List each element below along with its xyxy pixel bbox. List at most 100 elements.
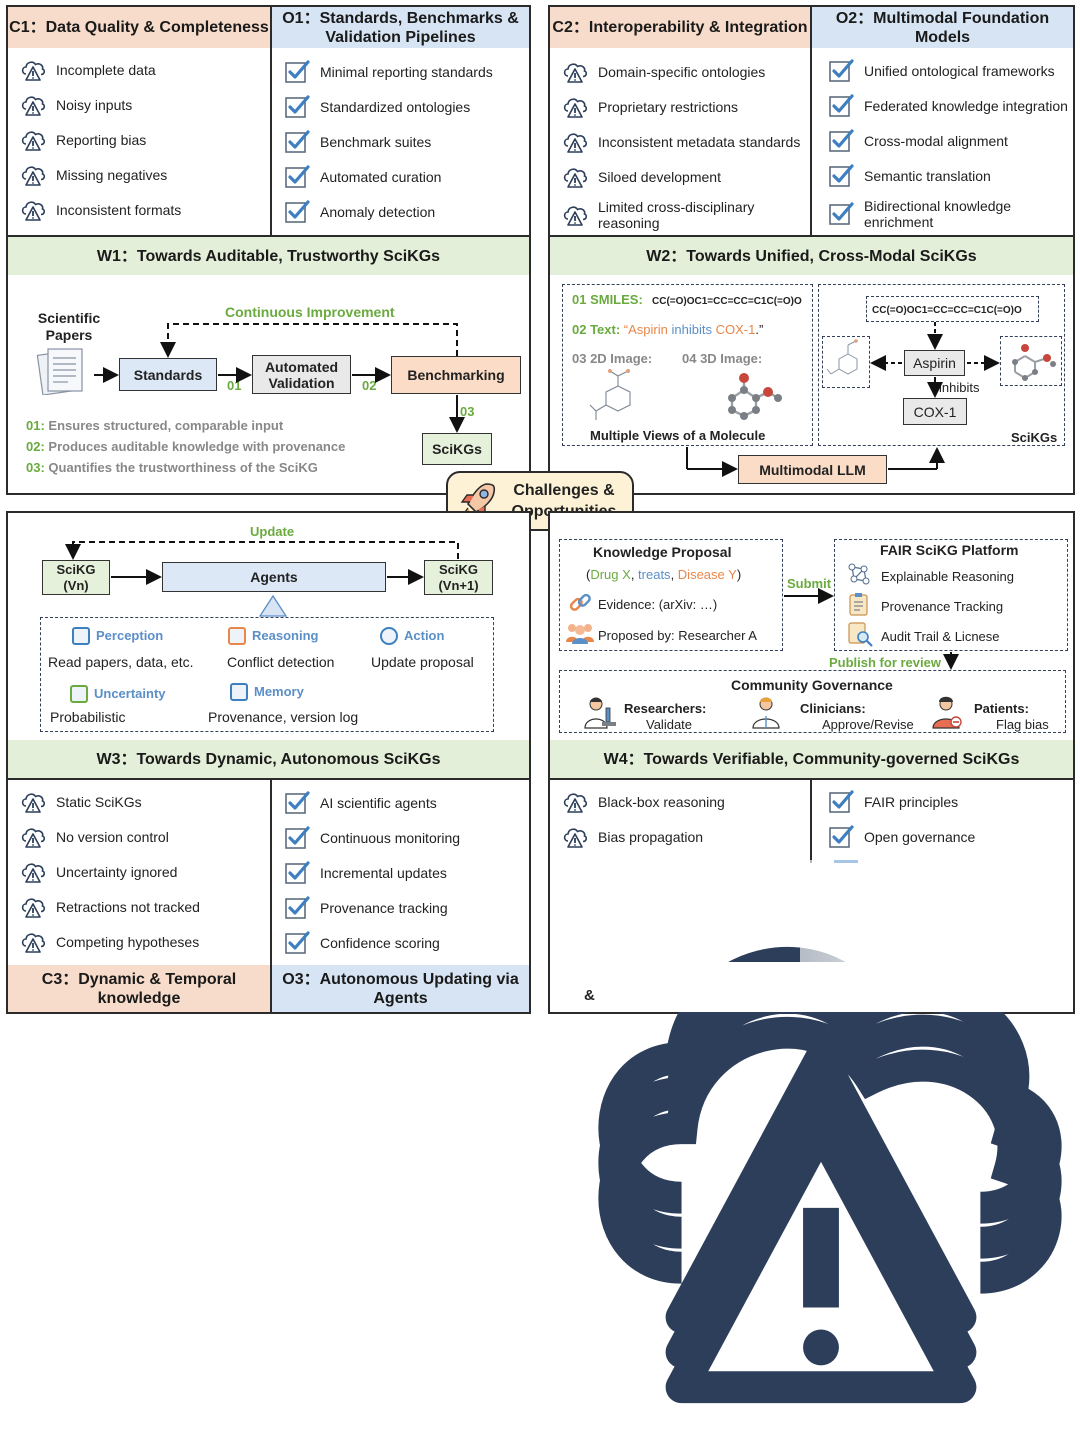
challenge-item: Missing negatives [20,162,260,188]
challenge-item: Inconsistent metadata standards [562,129,802,155]
opportunity-item: Semantic translation [828,163,1068,189]
item-label: Siloed development [598,169,721,185]
note-text: Ensures structured, comparable input [48,418,284,433]
opportunity-item: Standardized ontologies [284,94,524,120]
llm-box: Multimodal LLM [738,455,887,484]
text-aspirin: Aspirin [628,322,668,337]
module-name: Memory [254,684,304,699]
cloud-warning-icon [563,133,588,153]
agents-pointer [258,594,288,617]
module-desc: Update proposal [371,654,474,670]
item-label: Bidirectional knowledge enrichment [864,198,1012,230]
header-w3: W3：Towards Dynamic, Autonomous SciKGs [8,740,529,778]
challenge-item: Competing hypotheses [20,929,260,955]
checkbox-icon [285,931,310,954]
opportunity-item: AI scientific agents [284,790,524,816]
kg-caption: SciKGs [1011,430,1058,445]
module-name: Reasoning [252,628,319,643]
challenge-item: Domain-specific ontologies [562,59,802,85]
item-label: Standardized ontologies [320,99,471,115]
cloud-warning-icon [21,933,46,953]
audit-icon [848,622,873,647]
item-label: Inconsistent formats [56,202,182,218]
role-name: Clinicians: [800,701,866,716]
item-label: Static SciKGs [56,794,142,810]
cloud-warning-icon [21,96,46,116]
item-label: Continuous monitoring [320,830,461,846]
header-c3: C3：Dynamic & Temporal knowledge [8,965,270,1012]
item-label: Domain-specific ontologies [598,64,766,80]
note-item: 01: Ensures structured, comparable input [26,418,283,433]
item-label: Unified ontological frameworks [864,63,1055,79]
item-label: Black-box reasoning [598,794,725,810]
platform-item: Provenance Tracking [881,599,1004,614]
challenge-item: Black-box reasoning [562,789,802,815]
item-label: Minimal reporting standards [320,64,493,80]
item-label: FAIR principles [864,794,959,810]
checkbox-icon [829,94,854,117]
loop-label: Continuous Improvement [225,304,395,320]
molecule-views-box [562,284,813,446]
checkbox-icon [829,825,854,848]
claim-disease: Disease Y [677,567,737,582]
researcher-icon [584,697,616,729]
opportunity-item: Confidence scoring [284,930,524,956]
checkbox-icon [829,790,854,813]
aspirin-node: Aspirin [904,350,965,376]
opportunity-item: Anomaly detection [284,199,524,225]
faded-bottom [550,962,1073,1012]
papers-icon [36,348,83,395]
challenge-item: Siloed development [562,164,802,190]
module-name: Action [404,628,445,643]
header-c2: C2：Interoperability & Integration [550,7,810,48]
divider [270,7,272,235]
benchmarking-box: Benchmarking [391,356,521,394]
checkbox-icon [285,200,310,223]
standards-box: Standards [119,358,217,391]
proposal-proposer: Proposed by: Researcher A [598,628,757,643]
item-label: AI scientific agents [320,795,437,811]
item-label: Missing negatives [56,167,168,183]
brain-icon [230,683,248,701]
divider [8,235,529,237]
faded-check [834,860,858,870]
challenge-item: Incomplete data [20,57,260,83]
step-02: 02 [362,378,377,393]
note-text: Quantifies the trustworthiness of the Sc… [48,460,318,475]
item-label: Competing hypotheses [56,934,200,950]
note-item: 02: Produces auditable knowledge with pr… [26,439,345,454]
challenge-item: Proprietary restrictions [562,94,802,120]
agent-modules-box [40,617,494,732]
cloud-warning-icon [563,98,588,118]
reasoning-graph-icon [848,563,870,585]
module-desc: Provenance, version log [208,709,359,725]
header-o2: O2：Multimodal Foundation Models [812,7,1073,48]
divider [8,778,529,780]
quote-open: “ [623,322,629,337]
proposal-box [559,539,783,651]
opportunity-item: Provenance tracking [284,895,524,921]
checkbox-icon [285,861,310,884]
views-caption: Multiple Views of a Molecule [590,428,766,443]
divider [810,778,812,863]
cloud-warning-icon [563,793,588,813]
scikgs-box: SciKGs [422,433,492,465]
checkbox-icon [285,826,310,849]
img2d-label: 03 2D Image: [572,351,653,366]
link-icon [569,593,591,611]
update-label: Update [250,524,295,539]
proposal-evidence: Evidence: (arXiv: …) [598,597,718,612]
governance-title: Community Governance [731,677,893,693]
papers-label: Scientific Papers [37,310,101,343]
item-label: Inconsistent metadata standards [598,134,801,150]
kg-smiles: CC(=O)OC1=CC=CC=C1C(=O)O [872,305,1022,316]
kg-box [818,284,1065,446]
item-label: No version control [56,829,169,845]
smiles-label: 01 SMILES: [572,292,643,307]
item-label: Benchmark suites [320,134,432,150]
role-action: Flag bias [996,717,1049,732]
text-label: 02 Text: [572,322,621,337]
item-label: Anomaly detection [320,204,436,220]
platform-item: Audit Trail & Licnese [881,629,1000,644]
challenge-item: Limited cross-disciplinary reasoning [562,199,802,231]
